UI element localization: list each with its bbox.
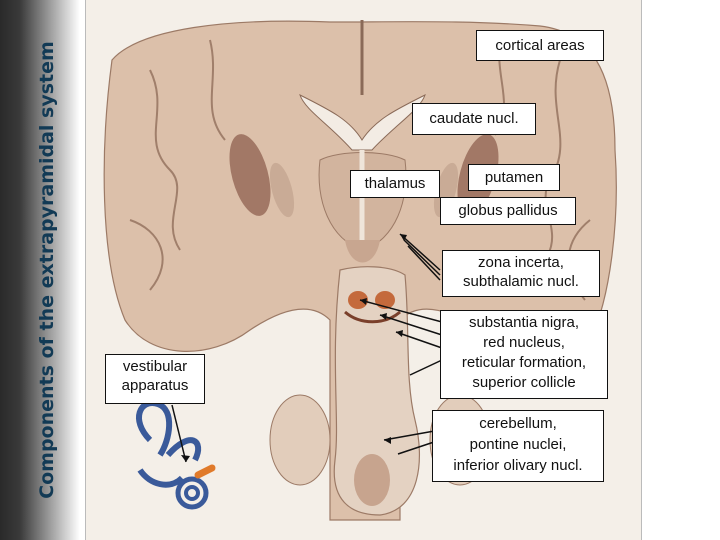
label-cortical-areas: cortical areas xyxy=(476,30,604,61)
label-cerebellum: cerebellum, pontine nuclei, inferior oli… xyxy=(432,410,604,482)
globus-pallidus-left xyxy=(269,162,295,218)
vestibular-apparatus-illustration xyxy=(136,400,216,510)
label-substantia-nigra: substantia nigra, red nucleus, reticular… xyxy=(440,310,608,399)
cerebellum-left xyxy=(269,394,331,486)
label-globus-pallidus: globus pallidus xyxy=(440,197,576,225)
red-nucleus-left xyxy=(348,291,368,309)
substantia-nigra xyxy=(344,310,401,324)
label-thalamus: thalamus xyxy=(350,170,440,198)
lateral-ventricles xyxy=(299,94,426,151)
label-vestibular-apparatus: vestibular apparatus xyxy=(105,354,205,404)
label-zona-incerta: zona incerta, subthalamic nucl. xyxy=(442,250,600,297)
putamen-left xyxy=(229,134,271,216)
globus-pallidus-right xyxy=(433,162,459,218)
slide-sidebar xyxy=(0,0,80,540)
red-nucleus-right xyxy=(375,291,395,309)
label-caudate-nucleus: caudate nucl. xyxy=(412,103,536,135)
brainstem xyxy=(333,266,420,516)
label-putamen: putamen xyxy=(468,164,560,191)
